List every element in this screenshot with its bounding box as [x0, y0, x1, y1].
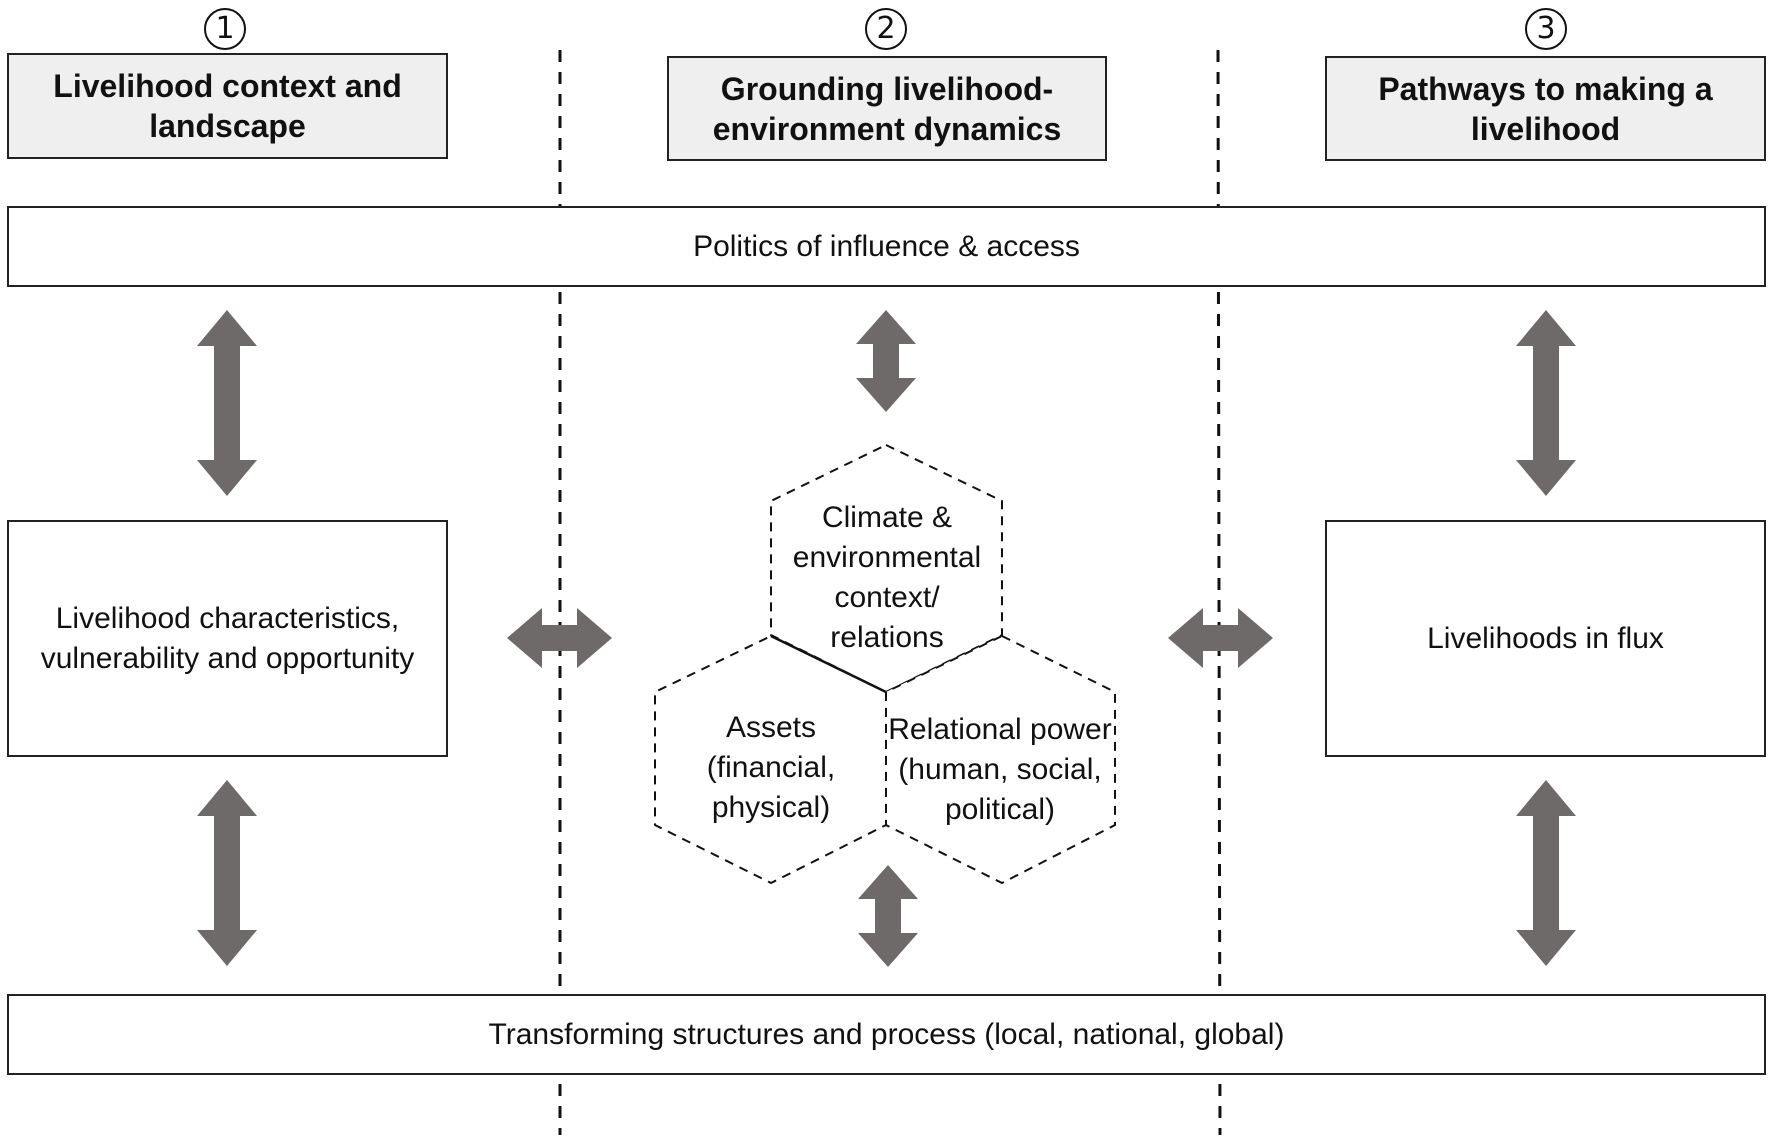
arrow-left-upper: [197, 310, 257, 496]
right-box: Livelihoods in flux: [1325, 520, 1766, 757]
arrow-horizontal-left: [507, 608, 612, 668]
left-box-label: Livelihood characteristics, vulnerabilit…: [40, 601, 415, 675]
right-box-label: Livelihoods in flux: [1427, 621, 1664, 655]
arrow-right-upper: [1516, 310, 1576, 496]
hexagon-assets-label: Assets (financial, physical): [706, 710, 836, 824]
hexagon-relational-power-label: Relational power (human, social, politic…: [888, 713, 1112, 826]
left-box: Livelihood characteristics, vulnerabilit…: [7, 520, 448, 757]
hexagon-climate-label: Climate & environmental context/ relatio…: [792, 500, 982, 654]
hexagon-assets: [654, 634, 887, 885]
arrow-horizontal-right: [1168, 608, 1273, 668]
bottom-band-label: Transforming structures and process (loc…: [488, 1017, 1285, 1051]
top-band: Politics of influence & access: [7, 206, 1766, 287]
arrow-right-lower: [1516, 780, 1576, 966]
top-band-label: Politics of influence & access: [693, 229, 1080, 263]
column-header-2: Grounding livelihood-environment dynamic…: [667, 56, 1107, 161]
column-number-1: 1: [195, 4, 255, 63]
column-header-2-title: Grounding livelihood-environment dynamic…: [712, 70, 1062, 147]
arrow-center-upper: [856, 310, 916, 412]
arrow-center-lower: [858, 865, 918, 967]
column-header-3: Pathways to making a livelihood: [1325, 56, 1766, 161]
column-header-1: Livelihood context and landscape: [7, 53, 448, 159]
hexagon-shared-edge: [770, 634, 887, 694]
column-header-3-title: Pathways to making a livelihood: [1378, 70, 1713, 147]
column-number-3: 3: [1516, 4, 1576, 63]
bottom-band: Transforming structures and process (loc…: [7, 994, 1766, 1075]
arrow-left-lower: [197, 780, 257, 966]
column-header-1-title: Livelihood context and landscape: [53, 68, 402, 144]
column-number-2: 2: [856, 4, 916, 63]
